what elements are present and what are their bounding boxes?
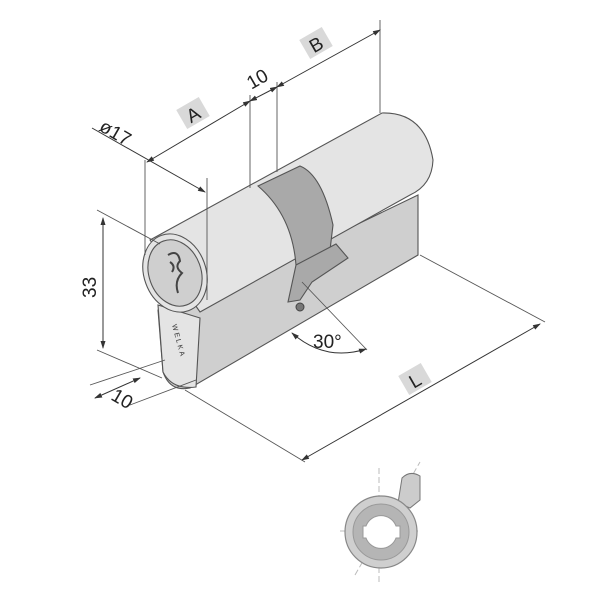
diameter-label: ø17 <box>96 116 135 151</box>
b-label-box <box>299 26 333 60</box>
angle-label: 30° <box>313 332 342 353</box>
height-label: 33 <box>80 277 101 298</box>
length-label-box <box>398 362 432 396</box>
width-label: 10 <box>107 385 136 414</box>
dimension-lines <box>91 29 541 461</box>
lower-body-front <box>157 304 201 388</box>
a-label-box <box>176 96 210 130</box>
cam-tooth <box>287 243 349 303</box>
end-view <box>340 461 421 585</box>
screw-hole <box>295 302 305 312</box>
plug-face <box>147 239 203 307</box>
keyway-icon <box>167 252 184 294</box>
gap-label: 10 <box>243 66 272 95</box>
